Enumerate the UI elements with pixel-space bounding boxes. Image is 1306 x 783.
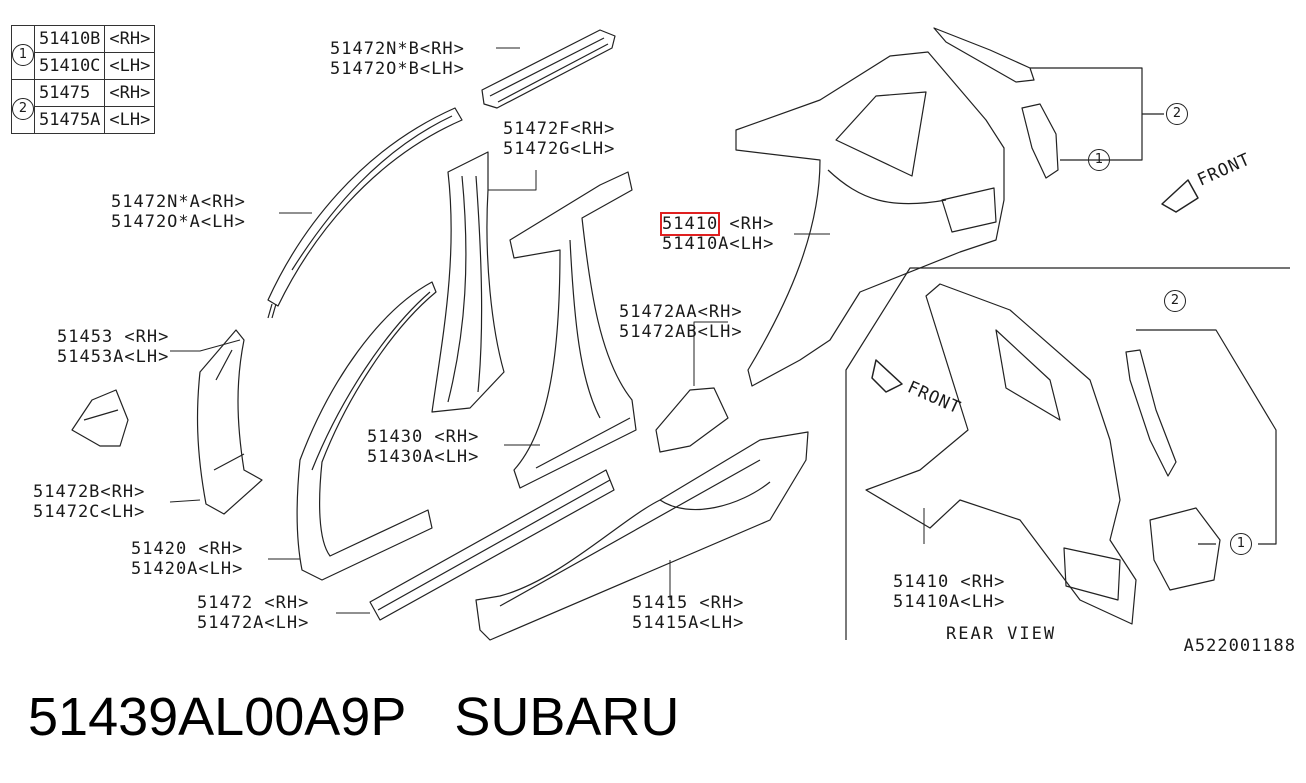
legend-part[interactable]: 51410C: [33, 52, 106, 80]
label-51472b-rh[interactable]: 51472B<RH>: [33, 482, 146, 502]
roof-rail-rear-part[interactable]: [481, 29, 616, 109]
label-51410a-lh[interactable]: 51410A<LH>: [662, 234, 775, 254]
legend-row: 51410C <LH>: [12, 52, 156, 80]
label-51472nb-rh[interactable]: 51472N*B<RH>: [330, 39, 465, 59]
sill-inner-part[interactable]: [369, 469, 615, 621]
label-51472ab-lh[interactable]: 51472AB<LH>: [619, 322, 743, 342]
legend-row: 1 51410B <RH>: [11, 25, 156, 80]
callout-1-marker: 1: [1088, 149, 1110, 171]
label-51472g-lh[interactable]: 51472G<LH>: [503, 139, 616, 159]
center-pillar-outer-part[interactable]: [509, 171, 637, 489]
callout-2-marker: 2: [1166, 103, 1188, 125]
legend-row: 51475A <LH>: [12, 106, 156, 134]
bracket-51472b-part[interactable]: [196, 329, 263, 515]
label-51420-rh[interactable]: 51420 <RH>: [131, 539, 244, 559]
label-rear-51410-rh[interactable]: 51410 <RH>: [893, 572, 1006, 592]
label-51453-rh[interactable]: 51453 <RH>: [57, 327, 170, 347]
footer-part-number: 51439AL00A9P: [28, 687, 407, 747]
label-51472a-lh[interactable]: 51472A<LH>: [197, 613, 310, 633]
label-51415a-lh[interactable]: 51415A<LH>: [632, 613, 745, 633]
legend-part[interactable]: 51475A: [33, 106, 106, 134]
center-pillar-inner-part[interactable]: [431, 151, 505, 413]
label-51472na-rh[interactable]: 51472N*A<RH>: [111, 192, 246, 212]
label-51420a-lh[interactable]: 51420A<LH>: [131, 559, 244, 579]
label-51430a-lh[interactable]: 51430A<LH>: [367, 447, 480, 467]
label-51472ob-lh[interactable]: 51472O*B<LH>: [330, 59, 465, 79]
label-51472-rh[interactable]: 51472 <RH>: [197, 593, 310, 613]
label-rear-51410a-lh[interactable]: 51410A<LH>: [893, 592, 1006, 612]
highlighted-part-number[interactable]: 51410: [659, 212, 721, 236]
legend-side: <RH>: [104, 79, 156, 107]
rear-view-bracket-part[interactable]: [1125, 349, 1221, 591]
legend-part[interactable]: 51475: [33, 79, 106, 107]
rear-view-label: REAR VIEW: [946, 624, 1057, 644]
bracket-51472aa-part[interactable]: [655, 387, 729, 453]
label-51410-rh[interactable]: 51410 <RH>: [659, 212, 775, 236]
label-51472oa-lh[interactable]: 51472O*A<LH>: [111, 212, 246, 232]
legend-side: <LH>: [104, 106, 156, 134]
legend-marker: 1: [11, 25, 35, 80]
sill-outer-part[interactable]: [475, 431, 809, 641]
label-51472aa-rh[interactable]: 51472AA<RH>: [619, 302, 743, 322]
footer-title: 51439AL00A9P SUBARU: [28, 685, 727, 749]
bracket-51453-part[interactable]: [71, 389, 129, 447]
upper-right-bracket-part[interactable]: [933, 27, 1059, 179]
legend-table: 1 51410B <RH> 51410C <LH> 2 51475 <RH> 5…: [11, 25, 156, 134]
diagram-reference: A522001188: [1183, 636, 1296, 656]
callout-1-marker-rear: 1: [1230, 533, 1252, 555]
rear-view-quarter-part[interactable]: [865, 283, 1137, 625]
footer-brand: SUBARU: [454, 687, 680, 747]
legend-side: <LH>: [104, 52, 156, 80]
legend-part[interactable]: 51410B: [33, 25, 106, 53]
label-51415-rh[interactable]: 51415 <RH>: [632, 593, 745, 613]
roof-rail-front-part[interactable]: [267, 107, 463, 319]
label-51472c-lh[interactable]: 51472C<LH>: [33, 502, 146, 522]
callout-2-marker-rear: 2: [1164, 290, 1186, 312]
front-pillar-part[interactable]: [296, 281, 437, 581]
label-51472f-rh[interactable]: 51472F<RH>: [503, 119, 616, 139]
label-51453a-lh[interactable]: 51453A<LH>: [57, 347, 170, 367]
quarter-panel-part[interactable]: [735, 51, 1005, 387]
label-51430-rh[interactable]: 51430 <RH>: [367, 427, 480, 447]
